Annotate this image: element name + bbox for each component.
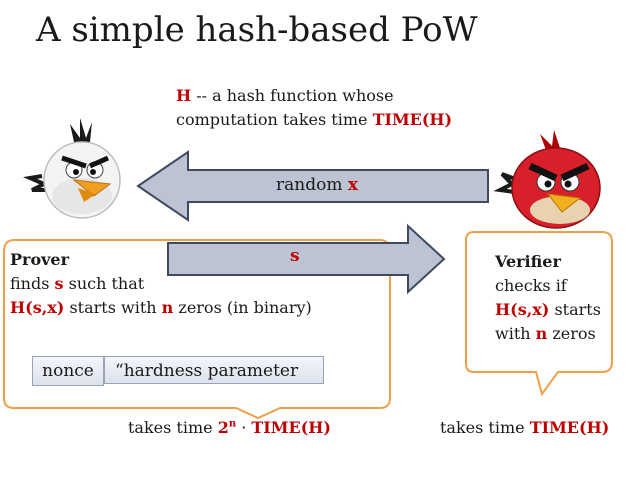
verifier-heading: Verifier xyxy=(495,252,561,271)
verifier-time-value: TIME(H) xyxy=(529,418,610,437)
prover-line3-mid: starts with xyxy=(64,298,162,317)
prover-line2-prefix: finds xyxy=(10,274,55,293)
s-arrow-label: s xyxy=(290,246,300,266)
nonce-tag: nonce xyxy=(32,356,104,386)
verifier-time: takes time TIME(H) xyxy=(440,418,609,437)
hash-def-line1: -- a hash function whose xyxy=(191,86,394,105)
hash-def-line2: computation takes time xyxy=(176,110,373,129)
verifier-line4-suffix: zeros xyxy=(547,324,596,343)
prover-time-dot: · xyxy=(236,418,252,437)
verifier-hash-expr: H(s,x) xyxy=(495,300,550,319)
random-x-var: x xyxy=(347,175,358,195)
prover-description: Prover finds s such that H(s,x) starts w… xyxy=(10,248,312,320)
hardness-parameter-tag: “hardness parameter xyxy=(104,356,324,384)
prover-s-var: s xyxy=(54,274,64,293)
prover-time-exp: n xyxy=(228,418,237,430)
random-x-prefix: random xyxy=(276,175,348,195)
prover-heading: Prover xyxy=(10,250,70,269)
prover-line2-suffix: such that xyxy=(63,274,145,293)
page-title: A simple hash-based PoW xyxy=(36,10,478,50)
random-x-label: random x xyxy=(276,175,358,195)
prover-hash-expr: H(s,x) xyxy=(10,298,65,317)
random-x-arrow xyxy=(136,150,489,222)
prover-n-var: n xyxy=(161,298,174,317)
verifier-description: Verifier checks if H(s,x) starts with n … xyxy=(495,250,601,346)
verifier-line2: checks if xyxy=(495,276,567,295)
red-bird-icon xyxy=(493,130,601,229)
prover-line3-suffix: zeros (in binary) xyxy=(173,298,312,317)
prover-time-base: 2 xyxy=(217,418,229,437)
prover-time: takes time 2n · TIME(H) xyxy=(128,418,331,437)
hash-symbol: H xyxy=(176,86,192,105)
s-arrow xyxy=(167,223,446,295)
prover-time-prefix: takes time xyxy=(128,418,218,437)
prover-time-value: TIME(H) xyxy=(251,418,331,437)
verifier-n-var: n xyxy=(535,324,548,343)
hash-time-value: TIME(H) xyxy=(372,110,453,129)
hash-definition: H -- a hash function whose computation t… xyxy=(176,84,452,132)
verifier-line4-prefix: with xyxy=(495,324,536,343)
verifier-line3-suffix: starts xyxy=(549,300,601,319)
verifier-bubble xyxy=(465,231,613,397)
white-bird-icon xyxy=(22,118,121,219)
verifier-time-prefix: takes time xyxy=(440,418,530,437)
